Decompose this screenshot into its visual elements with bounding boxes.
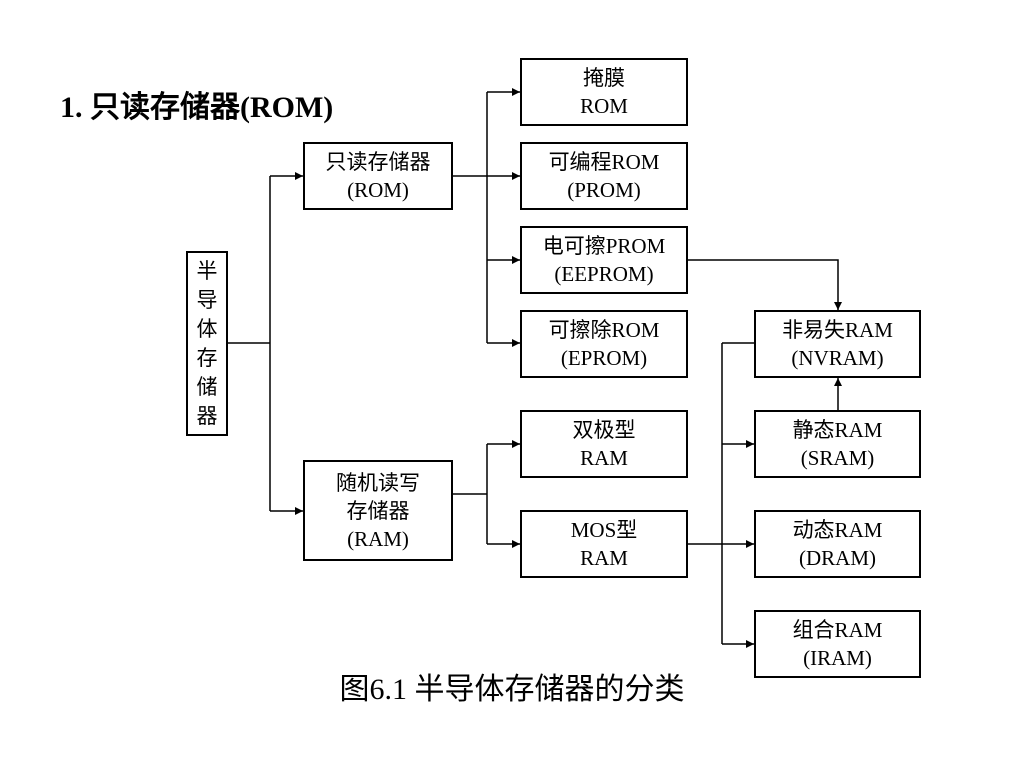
node-label: 可编程ROM: [548, 150, 660, 174]
node-label: (IRAM): [803, 646, 872, 670]
node-label: 电可擦PROM: [542, 234, 666, 258]
node-label: (SRAM): [800, 446, 875, 470]
node-label: 掩膜: [583, 66, 625, 90]
node-label: ROM: [580, 94, 628, 118]
node-bipolar-ram: 双极型 RAM: [520, 410, 688, 478]
node-iram: 组合RAM (IRAM): [754, 610, 921, 678]
page-heading: 1. 只读存储器(ROM): [60, 91, 334, 124]
node-label: 只读存储器: [325, 150, 431, 174]
node-label: 非易失RAM: [782, 318, 893, 342]
node-label: 随机读写: [336, 470, 420, 495]
node-label: 组合RAM: [792, 618, 883, 642]
node-label: (PROM): [567, 178, 641, 202]
node-rom: 只读存储器 (ROM): [303, 142, 453, 210]
node-label: 静态RAM: [792, 418, 883, 442]
node-label: MOS型: [570, 518, 638, 542]
node-label: 储: [196, 374, 218, 399]
figure-caption: 图6.1 半导体存储器的分类: [339, 673, 685, 706]
node-label: 存储器: [346, 498, 410, 523]
node-eprom: 可擦除ROM (EPROM): [520, 310, 688, 378]
node-label: RAM: [580, 546, 628, 570]
node-ram: 随机读写 存储器 (RAM): [303, 460, 453, 561]
node-label: 半: [196, 258, 218, 283]
node-label: (EEPROM): [554, 262, 654, 286]
node-prom: 可编程ROM (PROM): [520, 142, 688, 210]
node-label: 动态RAM: [792, 518, 883, 542]
node-label: (NVRAM): [791, 346, 884, 370]
node-nvram: 非易失RAM (NVRAM): [754, 310, 921, 378]
node-label: RAM: [580, 446, 628, 470]
node-label: 可擦除ROM: [548, 318, 660, 342]
node-eeprom: 电可擦PROM (EEPROM): [520, 226, 688, 294]
node-label: 双极型: [572, 418, 636, 442]
node-label: 体: [196, 316, 218, 341]
node-label: 器: [196, 403, 218, 428]
node-label: (DRAM): [799, 546, 876, 570]
node-mask-rom: 掩膜 ROM: [520, 58, 688, 126]
node-label: 导: [196, 287, 218, 312]
node-label: (RAM): [347, 526, 409, 551]
link-eeprom-nvram: [688, 259, 842, 310]
node-label: 存: [196, 345, 218, 370]
node-sram: 静态RAM (SRAM): [754, 410, 921, 478]
node-label: (EPROM): [560, 346, 648, 370]
node-mos-ram: MOS型 RAM: [520, 510, 688, 578]
node-label: (ROM): [347, 178, 409, 202]
node-semiconductor-memory: 半 导 体 存 储 器: [186, 251, 228, 436]
node-dram: 动态RAM (DRAM): [754, 510, 921, 578]
